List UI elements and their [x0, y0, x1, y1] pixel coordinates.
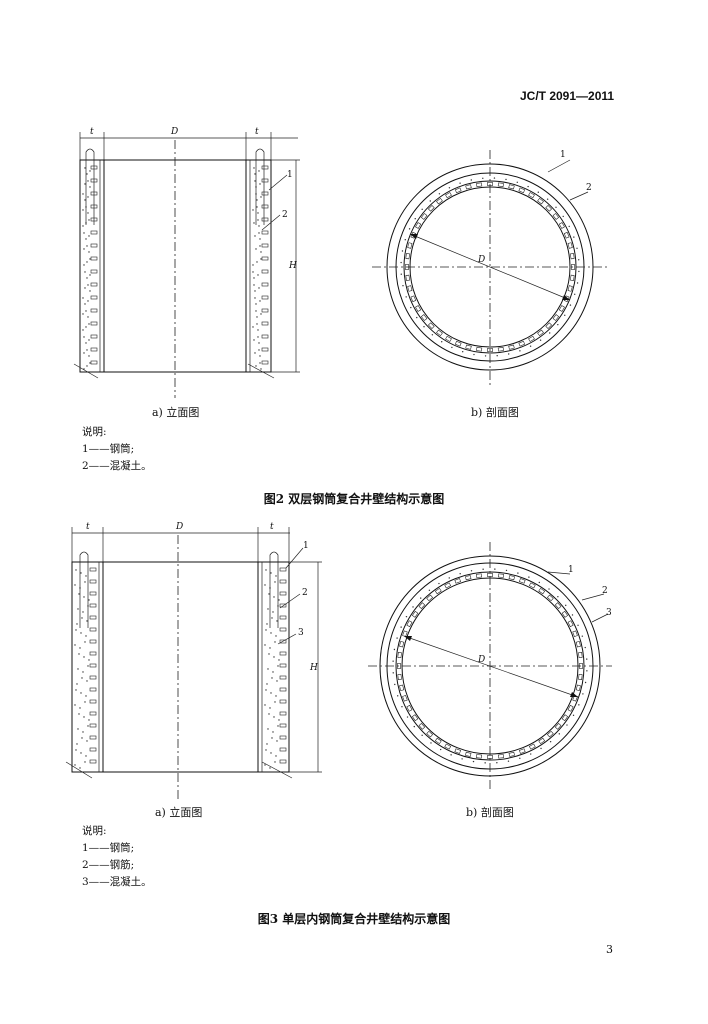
figure2-caption-a: a) 立面图: [152, 406, 200, 419]
callout-3: 3: [298, 628, 304, 638]
standard-code: JC/T 2091—2011: [520, 89, 615, 103]
figure2-elevation-view: t D t H 1 2: [73, 127, 300, 398]
figure3-title: 图3 单层内钢筒复合井壁结构示意图: [257, 912, 451, 926]
section-callout-2: 2: [586, 183, 592, 193]
note-item: 3——混凝土。: [82, 876, 152, 888]
dim-D: D: [170, 127, 178, 137]
dim-H: H: [309, 663, 318, 673]
section-callout-1: 1: [560, 150, 566, 160]
note-item: 2——钢筋;: [82, 859, 135, 871]
figure2-caption-b: b) 剖面图: [471, 406, 519, 419]
callout-1: 1: [287, 170, 293, 180]
page-number: 3: [606, 943, 613, 956]
note-item: 1——钢筒;: [82, 443, 135, 455]
figure3-section-view: D 1 2 3: [368, 542, 612, 790]
dim-t-right: t: [270, 522, 274, 532]
dim-D: D: [175, 522, 183, 532]
figure2-section-view: D 1 2: [372, 150, 608, 385]
section-callout-2: 2: [602, 586, 608, 596]
dim-D-section: D: [477, 655, 485, 665]
figure3-caption-a: a) 立面图: [155, 806, 203, 819]
figure3-caption-b: b) 剖面图: [466, 806, 514, 819]
note-item: 2——混凝土。: [82, 460, 152, 472]
notes-title: 说明:: [82, 426, 107, 438]
figure3-elevation-view: t D t H 1 2 3: [65, 522, 322, 800]
figure3-notes: 说明: 1——钢筒; 2——钢筋; 3——混凝土。: [82, 823, 152, 891]
figure2-notes: 说明: 1——钢筒; 2——混凝土。: [82, 424, 152, 475]
dim-H: H: [288, 261, 297, 271]
dim-t-left: t: [86, 522, 90, 532]
note-item: 1——钢筒;: [82, 842, 135, 854]
dim-t-left: t: [90, 127, 94, 137]
callout-1: 1: [303, 541, 309, 551]
dim-t-right: t: [255, 127, 259, 137]
section-callout-3: 3: [606, 608, 612, 618]
section-callout-1: 1: [568, 565, 574, 575]
callout-2: 2: [302, 588, 308, 598]
dim-D-section: D: [477, 255, 485, 265]
callout-2: 2: [282, 210, 288, 220]
notes-title: 说明:: [82, 825, 107, 837]
figure2-title: 图2 双层钢筒复合井壁结构示意图: [263, 492, 445, 506]
